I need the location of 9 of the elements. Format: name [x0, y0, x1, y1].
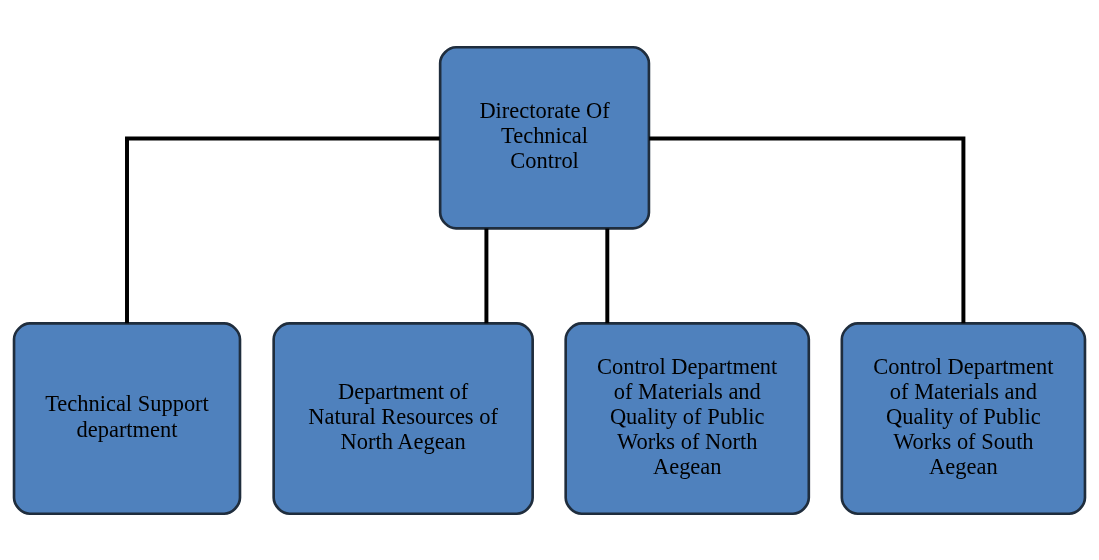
connector: [125, 136, 440, 323]
node-box: Technical Support department: [12, 321, 242, 515]
connector: [649, 136, 966, 323]
connector: [605, 228, 610, 323]
node-box: Control Department of Materials and Quality of Public Works of South Aegean: [840, 321, 1087, 515]
node-box: Control Department of Materials and Quality of Public Works of North Aegean: [564, 321, 811, 515]
connector: [484, 228, 489, 323]
node-box: Directorate Of Technical Control: [438, 45, 651, 230]
node-box: Department of Natural Resources of North Aegean: [272, 321, 534, 515]
